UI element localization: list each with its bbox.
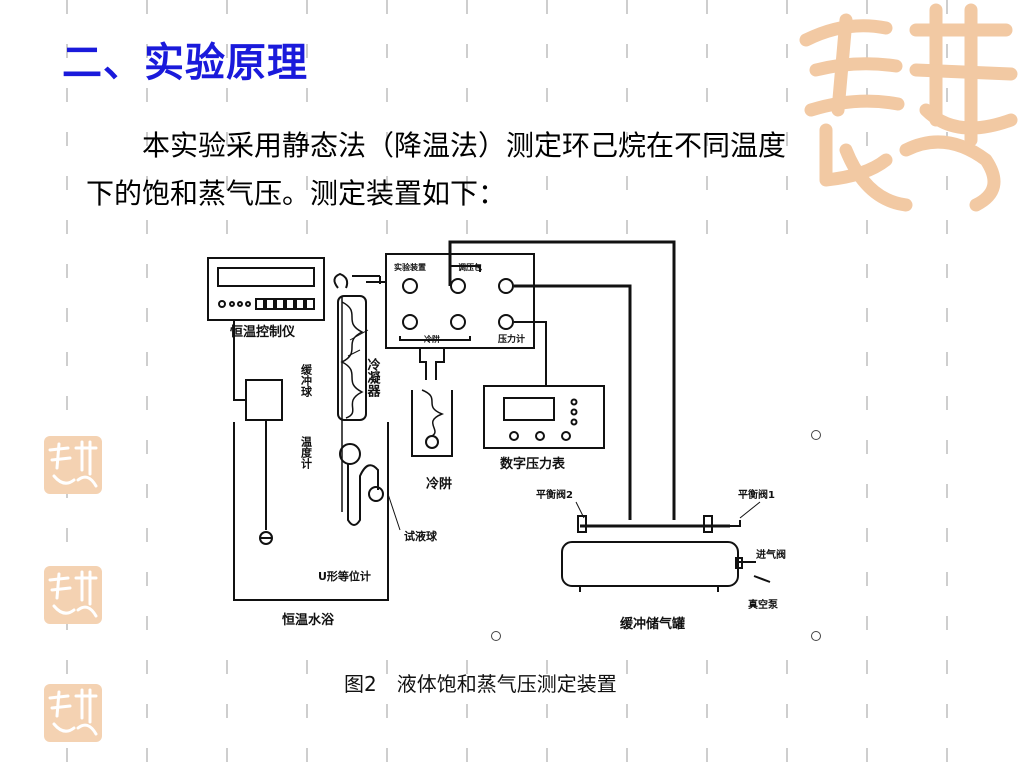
controller-display xyxy=(217,267,315,287)
seal-small-icon xyxy=(44,684,102,742)
label-thermostat-controller: 恒温控制仪 xyxy=(230,324,296,340)
label-inlet-valve: 进气阀 xyxy=(756,548,786,561)
selection-handle[interactable] xyxy=(491,631,501,641)
buffer-ball xyxy=(339,443,361,465)
label-pressure-gauge: 压力计 xyxy=(498,333,525,345)
selection-handle[interactable] xyxy=(811,430,821,440)
label-test-ball: 试液球 xyxy=(404,529,438,543)
heater-box xyxy=(245,379,283,421)
apparatus-diagram: 恒温控制仪 实验装置 调压包 冷阱 压力计 数字压力表 冷阱 试液球 U形等位计… xyxy=(207,240,786,632)
label-pressure-regulator: 调压包 xyxy=(458,262,482,272)
apparatus-figure[interactable]: 恒温控制仪 实验装置 调压包 冷阱 压力计 数字压力表 冷阱 试液球 U形等位计… xyxy=(200,240,812,648)
label-digital-pressure-meter: 数字压力表 xyxy=(500,456,566,472)
selection-handle[interactable] xyxy=(811,631,821,641)
seal-small-icon xyxy=(44,566,102,624)
slide-title: 二、实验原理 xyxy=(62,40,308,86)
label-experiment-device: 实验装置 xyxy=(394,262,426,272)
label-cold-trap: 冷阱 xyxy=(426,476,452,492)
label-cold-trap-short: 冷阱 xyxy=(424,334,440,344)
label-thermometer: 温度计 xyxy=(300,435,313,470)
label-buffer-ball: 缓冲球 xyxy=(300,363,313,398)
device-panel xyxy=(385,253,535,349)
thermostat-controller-box xyxy=(207,257,325,321)
label-water-bath: 恒温水浴 xyxy=(282,612,335,628)
seal-small-icon xyxy=(44,436,102,494)
label-vacuum-pump: 真空泵 xyxy=(748,598,779,611)
intro-paragraph: 本实验采用静态法（降温法）测定环己烷在不同温度 下的饱和蒸气压。测定装置如下： xyxy=(86,122,936,218)
water-bath xyxy=(233,422,389,601)
cold-trap xyxy=(411,390,453,457)
condenser xyxy=(337,295,367,421)
seal-decoration-icon xyxy=(799,3,1018,212)
label-balance-valve-2: 平衡阀2 xyxy=(536,488,573,501)
label-u-manometer: U形等位计 xyxy=(318,569,371,583)
figure-caption: 图2 液体饱和蒸气压测定装置 xyxy=(344,672,617,696)
intro-line-2: 下的饱和蒸气压。测定装置如下： xyxy=(86,177,507,210)
label-buffer-tank: 缓冲储气罐 xyxy=(620,616,685,632)
digital-pressure-meter xyxy=(483,385,605,449)
test-ball xyxy=(368,486,384,502)
label-balance-valve-1: 平衡阀1 xyxy=(738,488,775,501)
intro-line-1: 本实验采用静态法（降温法）测定环己烷在不同温度 xyxy=(142,129,787,162)
label-condenser: 冷凝器 xyxy=(365,357,382,398)
buffer-storage-tank xyxy=(561,541,739,587)
